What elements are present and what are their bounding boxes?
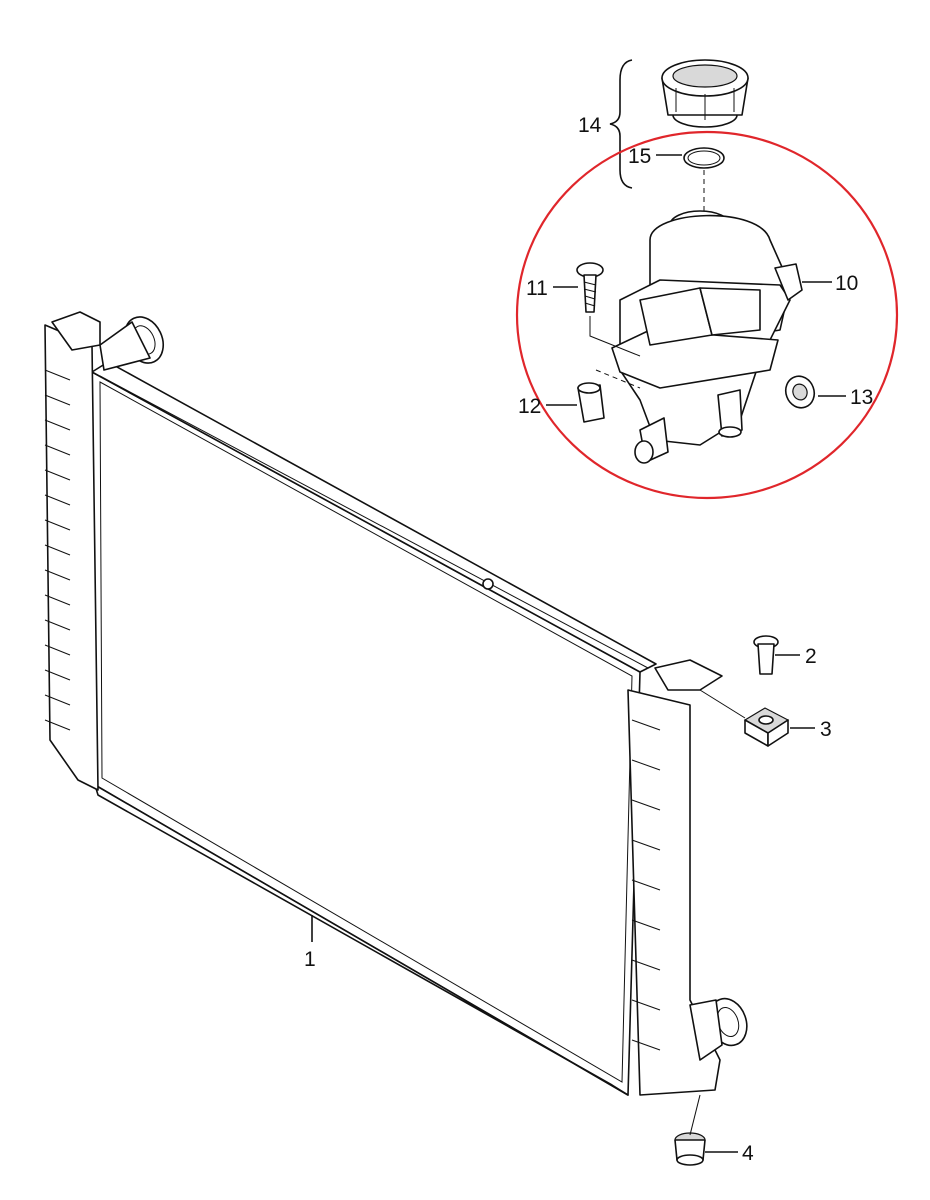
o-ring-part[interactable]: [683, 147, 725, 169]
rubber-mount-part[interactable]: [674, 1132, 706, 1166]
callout-1: 1: [304, 948, 316, 971]
cap-assembly-brace: [609, 59, 633, 189]
guide-lines: [589, 170, 746, 1136]
callout-4: 4: [742, 1142, 754, 1165]
leader-lines: [311, 154, 846, 1153]
callout-3: 3: [820, 718, 832, 741]
screw-part[interactable]: [576, 262, 604, 313]
grommet-part[interactable]: [781, 372, 818, 412]
callout-2: 2: [805, 645, 817, 668]
clip-part[interactable]: [753, 635, 779, 675]
mount-bracket-part[interactable]: [743, 707, 790, 747]
lower-hose-outlet: [689, 997, 748, 1061]
expansion-tank-part[interactable]: [611, 210, 803, 464]
callout-14: 14: [578, 114, 602, 137]
callout-12: 12: [518, 395, 541, 418]
cap-part[interactable]: [661, 59, 749, 128]
callout-13: 13: [850, 386, 873, 409]
highlight-circle: [515, 130, 899, 500]
callout-10: 10: [835, 272, 858, 295]
upper-hose-inlet: [99, 316, 165, 371]
radiator[interactable]: [44, 311, 753, 1096]
callout-11: 11: [526, 277, 548, 300]
callout-15: 15: [628, 145, 651, 168]
retainer-clip-part[interactable]: [577, 382, 605, 423]
